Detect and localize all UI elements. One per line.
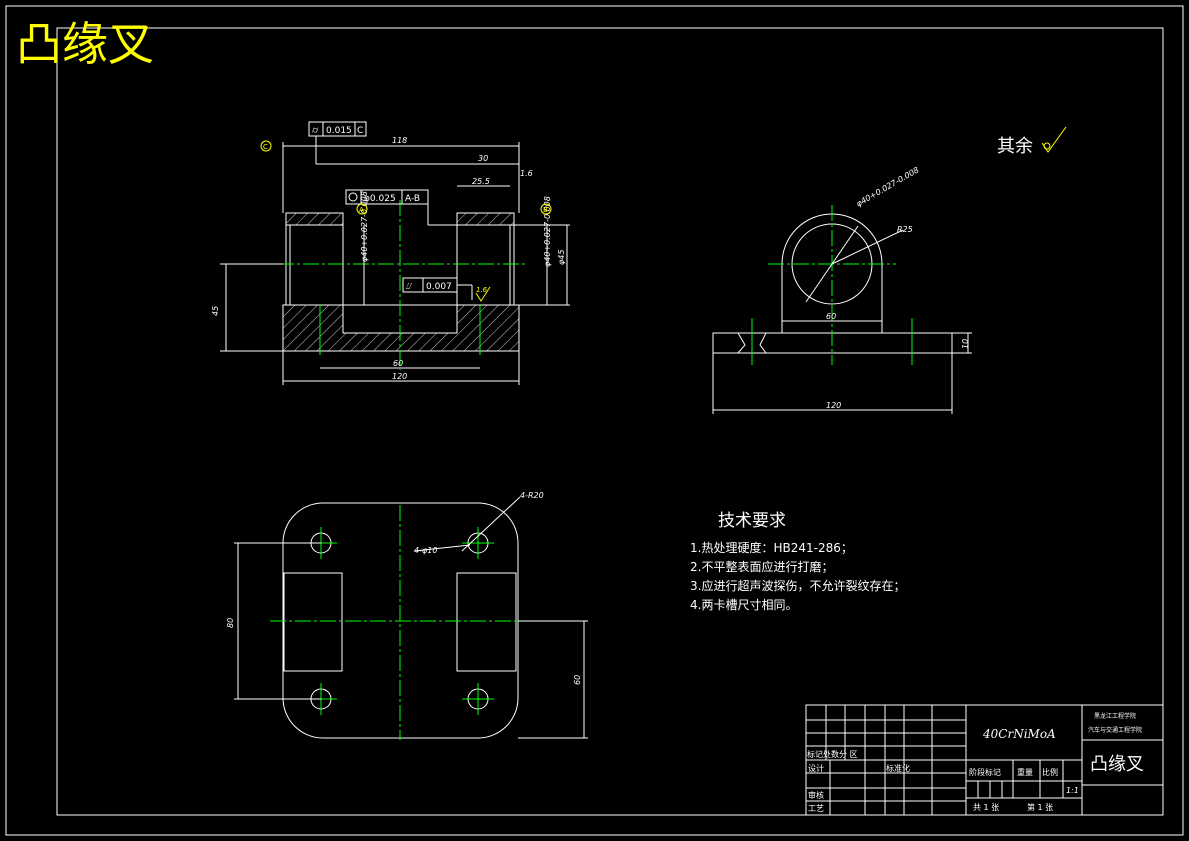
svg-text:A: A <box>359 206 364 214</box>
surface-note: 其余 <box>997 136 1033 157</box>
bottom-view: 80 60 4-R20 4-φ10 <box>226 491 588 740</box>
front-right-ear-top <box>456 212 515 226</box>
bottom-dim-hole: 4-φ10 <box>414 546 437 555</box>
datum-a-marker <box>356 203 368 215</box>
design-label: 设计 <box>808 763 824 773</box>
stage-label: 阶段标记 <box>969 767 1001 777</box>
dim-bore-left: φ40+0.027-0.008 <box>360 191 369 262</box>
title-block <box>805 704 1164 816</box>
coaxial-datum: A-B <box>405 194 420 204</box>
roughness-mark <box>475 286 491 302</box>
flatness-datum: C <box>357 126 363 136</box>
sheet-total: 共 1 张 <box>973 803 999 812</box>
svg-text:C: C <box>263 143 268 151</box>
dim-30: 30 <box>478 154 488 163</box>
requirement-item: 4.两卡槽尺寸相同。 <box>690 598 797 612</box>
dim-25-5: 25.5 <box>472 177 490 186</box>
dim-1-6: 1.6 <box>520 169 533 178</box>
side-dim-dia40: φ40+0.027-0.008 <box>855 165 921 208</box>
dim-bore-right: φ40+0.027-0.008 <box>543 196 552 267</box>
requirement-item: 1.热处理硬度：HB241-286； <box>690 540 853 555</box>
weight-label: 重量 <box>1017 767 1033 777</box>
dim-120: 120 <box>392 372 407 381</box>
requirement-item: 2.不平整表面应进行打磨； <box>690 559 833 574</box>
side-view: φ40+0.027-0.008 R25 60 10 120 <box>712 165 972 414</box>
front-left-ear-top <box>285 212 344 226</box>
front-view: 118 30 25.5 1.6 45 60 120 φ40+0.027-0.00… <box>211 121 570 385</box>
bottom-slot-right <box>456 572 517 672</box>
coaxial-tol: φ0.025 <box>364 194 396 204</box>
title-block-text: 40CrNiMoA 黑龙江工程学院 汽车与交通工程学院 凸缘叉 标记处数分 区 … <box>807 712 1144 813</box>
bottom-dim-r20: 4-R20 <box>520 491 544 500</box>
flatness-tol: 0.015 <box>326 126 352 136</box>
requirement-item: 3.应进行超声波探伤，不允许裂纹存在； <box>690 578 905 593</box>
outer-frame <box>5 5 1184 836</box>
bottom-slot-left <box>283 572 343 672</box>
sheet-number: 第 1 张 <box>1027 802 1053 812</box>
dim-118: 118 <box>392 136 407 145</box>
bottom-dim-60: 60 <box>573 675 582 685</box>
svg-text:1.6: 1.6 <box>476 286 488 294</box>
dim-45: 45 <box>211 306 220 316</box>
dim-45-dia: φ45 <box>557 250 566 265</box>
row-mark: 标记处数分 区 <box>807 749 858 759</box>
part-name: 凸缘叉 <box>1090 754 1144 775</box>
school-name: 黑龙江工程学院 <box>1094 712 1136 720</box>
datum-b-marker <box>540 203 552 215</box>
runout-tol: 0.007 <box>426 282 452 292</box>
side-dim-r25: R25 <box>897 225 913 234</box>
inner-frame <box>56 27 1164 816</box>
svg-text:⌭: ⌭ <box>312 126 319 136</box>
drawing-title: 凸缘叉 <box>16 17 154 71</box>
svg-text:⌰: ⌰ <box>406 282 412 292</box>
bottom-dim-80: 80 <box>226 618 235 628</box>
tech-requirements: 技术要求 1.热处理硬度：HB241-286； 2.不平整表面应进行打磨； 3.… <box>690 511 905 612</box>
svg-text:B: B <box>543 206 548 214</box>
side-dim-120: 120 <box>826 401 841 410</box>
datum-c-marker <box>260 140 272 152</box>
side-dim-60: 60 <box>826 312 836 321</box>
material: 40CrNiMoA <box>982 727 1056 741</box>
side-dim-10: 10 <box>961 339 970 349</box>
front-left-ear <box>285 212 344 306</box>
scale-label: 比例 <box>1042 767 1058 777</box>
standard-label: 标准化 <box>886 763 910 773</box>
scale-value: 1:1 <box>1066 786 1079 795</box>
process-label: 工艺 <box>808 804 824 813</box>
dept-name: 汽车与交通工程学院 <box>1088 726 1142 734</box>
dim-60: 60 <box>393 359 403 368</box>
flatness-frame <box>308 121 367 137</box>
requirements-heading: 技术要求 <box>718 511 786 531</box>
review-label: 审核 <box>808 790 824 800</box>
